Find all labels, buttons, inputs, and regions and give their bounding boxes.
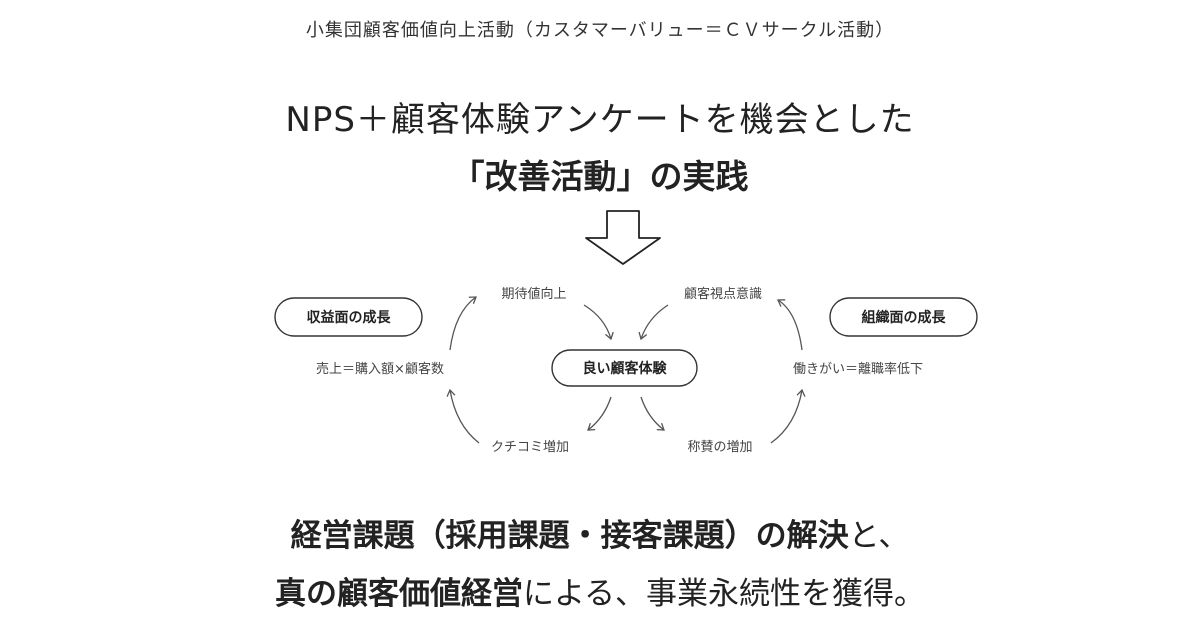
footer-line-1: 経営課題（採用課題・接客課題）の解決と、 (0, 510, 1200, 555)
left-pill-label: 収益面の成長 (307, 309, 392, 326)
arrow-experience-to-wom (587, 396, 612, 431)
arrow-viewpoint-to-experience (638, 304, 669, 341)
left-label: 売上＝購入額×顧客数 (316, 361, 444, 377)
left-pill (274, 297, 423, 337)
center-pill (551, 349, 698, 387)
arrow-expectation-to-experience (583, 304, 614, 341)
right-pill (829, 297, 978, 337)
footer-line-2-bold: 真の顧客価値経営 (274, 576, 523, 612)
header-title: 小集団顧客価値向上活動（カスタマーバリュー＝ＣＶサークル活動） (305, 20, 895, 41)
top-left-label: 期待値向上 (501, 286, 566, 302)
arrow-worklife-to-viewpoint (777, 299, 803, 351)
down-arrow-icon (585, 210, 661, 265)
arrow-experience-to-praise (640, 396, 665, 431)
headline-line-1: NPS＋顧客体験アンケートを機会とした (285, 100, 915, 140)
right-pill-label: 組織面の成長 (862, 309, 947, 326)
footer-line-2: 真の顧客価値経営による、事業永続性を獲得。 (0, 568, 1200, 613)
bottom-left-label: クチコミ増加 (491, 440, 569, 455)
footer-line-2-rest: による、事業永続性を獲得。 (522, 576, 926, 612)
headline-line-2: 「改善活動」の実践 (451, 157, 749, 196)
arrow-wom-to-sales (446, 388, 480, 444)
bottom-right-label: 称賛の増加 (687, 440, 752, 455)
top-right-label: 顧客視点意識 (684, 286, 762, 302)
arrow-sales-to-expectation (449, 296, 477, 351)
footer-line-1-bold: 経営課題（採用課題・接客課題）の解決 (290, 518, 849, 554)
center-pill-label: 良い顧客体験 (583, 360, 668, 377)
right-label: 働きがい＝離職率低下 (793, 361, 923, 377)
footer-line-1-rest: と、 (848, 518, 910, 554)
arrow-praise-to-worklife (770, 388, 806, 444)
